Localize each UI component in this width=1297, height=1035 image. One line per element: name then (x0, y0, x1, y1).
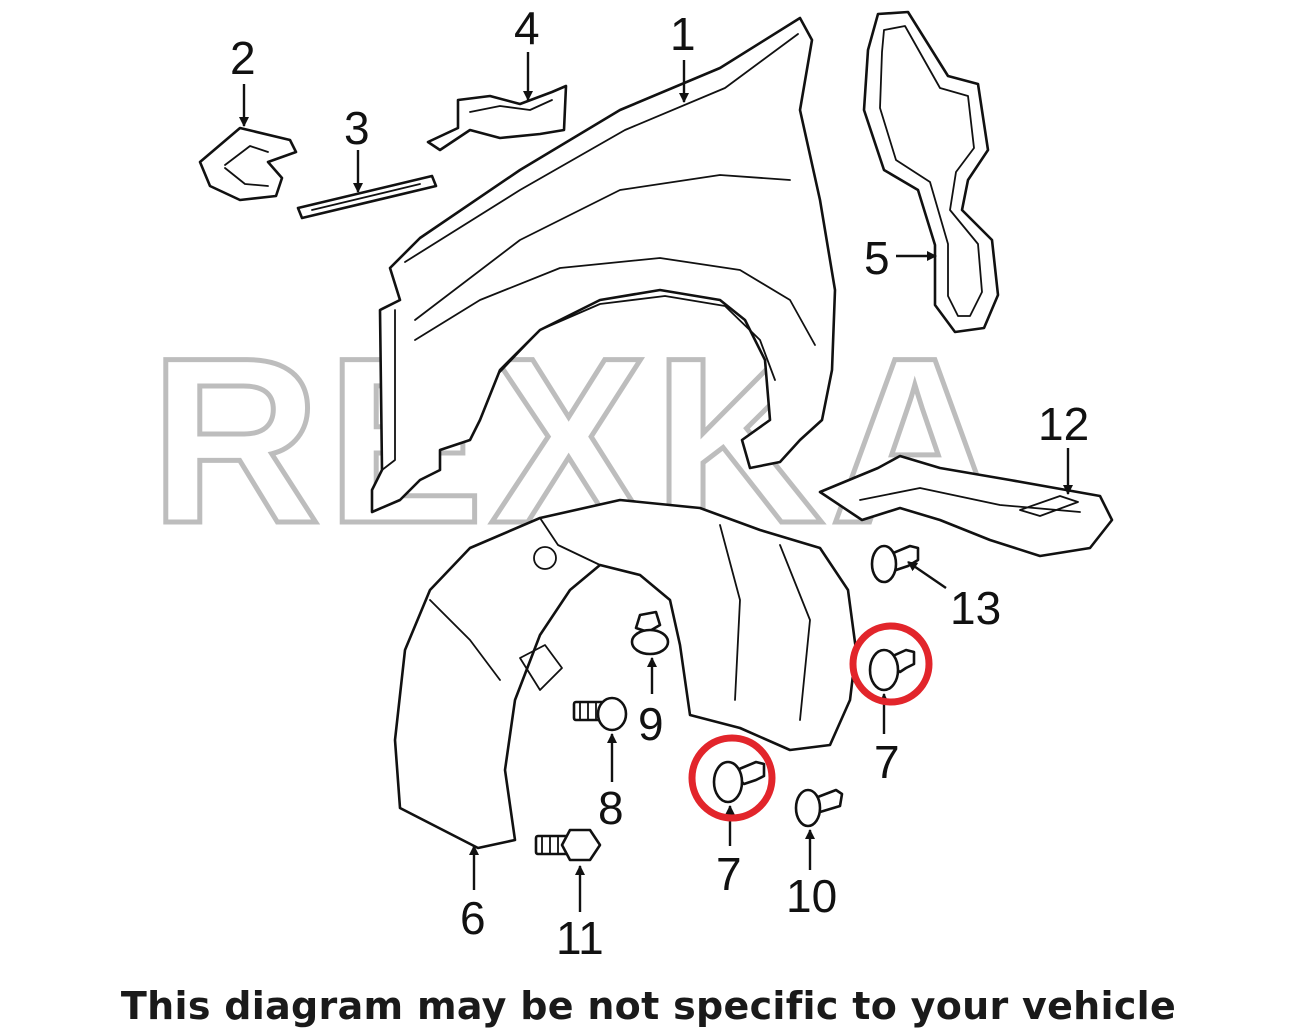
callout-7-lower: 7 (716, 848, 742, 900)
callout-9: 9 (638, 698, 664, 750)
highlight-circle-lower (688, 734, 776, 822)
disclaimer-text: This diagram may be not specific to your… (120, 984, 1177, 1028)
callout-12: 12 (1038, 398, 1089, 450)
callout-4: 4 (514, 2, 540, 54)
leader-13 (907, 561, 947, 589)
callout-11: 11 (556, 912, 604, 964)
fender-part (370, 16, 837, 514)
callout-3: 3 (344, 102, 370, 154)
bolt-8-part (572, 696, 628, 732)
shield-12-part (818, 454, 1114, 558)
wheelhouse-liner-part (393, 498, 858, 850)
strip-part (296, 174, 438, 220)
push-pin-7-lower (712, 760, 766, 804)
bolt-11-part (534, 828, 602, 862)
push-pin-13-part (870, 544, 920, 584)
clip-9-part (630, 610, 670, 656)
clip-part (198, 126, 298, 202)
push-pin-7-upper (868, 648, 916, 692)
callout-5: 5 (864, 232, 890, 284)
callout-1: 1 (670, 8, 696, 60)
seal-part (862, 10, 1000, 334)
bracket-part (426, 84, 568, 152)
push-pin-10-part (794, 788, 844, 828)
callout-6: 6 (460, 892, 486, 944)
callout-10: 10 (786, 870, 837, 922)
callout-7-upper: 7 (874, 736, 900, 788)
callout-13: 13 (950, 582, 1001, 634)
highlight-circle-upper (849, 622, 933, 706)
callout-2: 2 (230, 32, 256, 84)
callout-8: 8 (598, 782, 624, 834)
